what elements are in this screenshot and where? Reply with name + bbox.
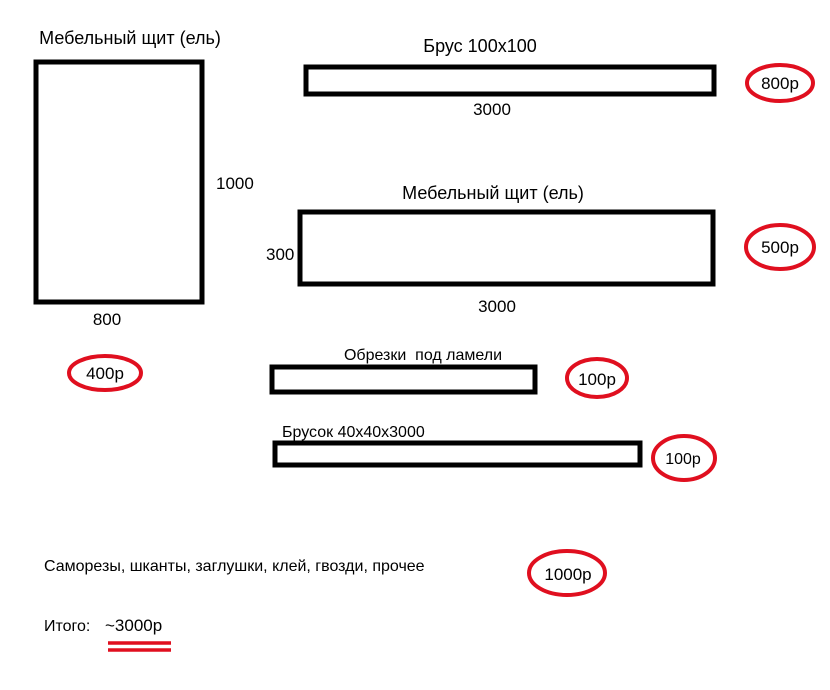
panel-800-price-oval — [67, 354, 143, 392]
panel-800-title: Мебельный щит (ель) — [39, 28, 221, 48]
hardware-price-oval — [527, 549, 607, 597]
panel-300-title: Мебельный щит (ель) — [402, 183, 584, 203]
beam-rect — [303, 64, 717, 97]
bar-title: Брусок 40х40х3000 — [282, 424, 425, 441]
panel-300-length-label: 3000 — [478, 297, 516, 316]
panel-800-price: 400р — [86, 364, 124, 383]
panel-800-height-label: 1000 — [216, 174, 254, 193]
beam-price-oval — [745, 63, 815, 103]
total-value: ~3000р — [105, 616, 162, 635]
panel-300-height-label: 300 — [266, 245, 294, 264]
hardware-label: Саморезы, шканты, заглушки, клей, гвозди… — [44, 558, 425, 575]
bar-price-oval — [651, 434, 717, 482]
bar-price: 100р — [665, 451, 701, 468]
beam-title: Брус 100х100 — [423, 36, 536, 56]
scraps-title: Обрезки под ламели — [344, 347, 502, 364]
panel-800-rect — [33, 59, 205, 305]
panel-300-rect — [297, 209, 716, 287]
beam-price: 800р — [761, 74, 799, 93]
panel-300-price-oval — [744, 223, 816, 271]
panel-300-price: 500р — [761, 238, 799, 257]
hardware-price: 1000р — [544, 565, 591, 584]
scraps-price-oval — [565, 357, 629, 399]
beam-length-label: 3000 — [473, 100, 511, 119]
total-label: Итого: — [44, 618, 90, 635]
scraps-price: 100р — [578, 370, 616, 389]
bar-rect — [272, 440, 643, 468]
panel-800-width-label: 800 — [93, 310, 121, 329]
scraps-rect — [269, 364, 538, 395]
